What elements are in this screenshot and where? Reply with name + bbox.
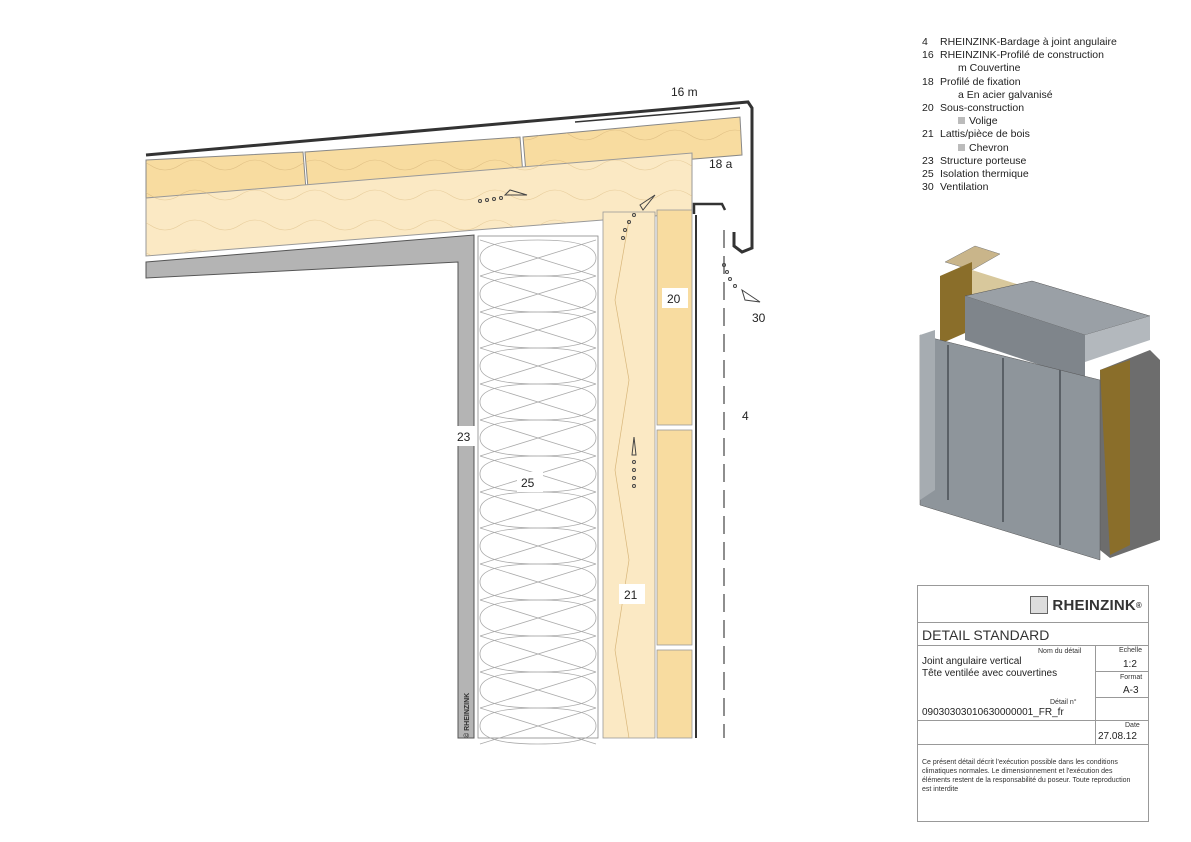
insulation-loop bbox=[479, 707, 597, 745]
callout-4: 4 bbox=[742, 409, 749, 423]
nom-label: Nom du détail bbox=[1038, 648, 1082, 655]
insulation-cross bbox=[479, 527, 597, 565]
insulation-cross bbox=[479, 347, 597, 385]
legend-square-icon bbox=[958, 117, 965, 125]
detail-name-line1: Joint angulaire vertical bbox=[922, 656, 1022, 667]
insulation-loop bbox=[479, 347, 597, 385]
insulation-loop bbox=[479, 311, 597, 349]
insulation-loop bbox=[479, 599, 597, 637]
legend-number: 18 bbox=[922, 75, 934, 88]
coping-profile bbox=[145, 100, 754, 254]
insulation-cross bbox=[479, 563, 597, 601]
insulation-loop bbox=[479, 383, 597, 421]
legend-item: 4 RHEINZINK-Bardage à joint angulaire bbox=[922, 36, 1182, 49]
legend-item: 16 RHEINZINK-Profilé de construction bbox=[922, 49, 1182, 62]
legend-label: Profilé de fixation bbox=[940, 75, 1021, 88]
sub-structure-boarding bbox=[656, 209, 693, 739]
insulation-loop bbox=[479, 563, 597, 601]
scale-label: Echelle bbox=[1119, 647, 1142, 654]
insulation-loop bbox=[479, 275, 597, 313]
isometric-illustration bbox=[919, 245, 1160, 561]
legend-subitem: Volige bbox=[922, 115, 1182, 128]
legend-item: 18 Profilé de fixation bbox=[922, 76, 1182, 89]
insulation-cross bbox=[479, 311, 597, 349]
ventilation-arrows bbox=[478, 189, 761, 488]
insulation-loop bbox=[479, 527, 597, 565]
legend-item: 21 Lattis/pièce de bois bbox=[922, 128, 1182, 141]
brand-reg: ® bbox=[1135, 600, 1142, 610]
insulation-cross bbox=[479, 707, 597, 745]
vertical-copyright-mark: © RHEINZINK bbox=[463, 693, 471, 738]
zinc-cladding bbox=[695, 215, 725, 738]
insulation-cross bbox=[479, 275, 597, 313]
insulation-loop bbox=[479, 455, 597, 493]
legend-label: Sous-construction bbox=[940, 102, 1025, 115]
legend-sublabel: a En acier galvanisé bbox=[958, 88, 1053, 101]
insulation-loop bbox=[479, 635, 597, 673]
legend-subitem: Chevron bbox=[922, 142, 1182, 155]
disclaimer: Ce présent détail décrit l'exécution pos… bbox=[922, 759, 1131, 793]
legend-subitem: a En acier galvanisé bbox=[922, 89, 1182, 102]
insulation-loop bbox=[479, 671, 597, 709]
legend: 4 RHEINZINK-Bardage à joint angulaire 16 RH… bbox=[922, 36, 1182, 194]
legend-number: 20 bbox=[922, 102, 934, 115]
brand-name: RHEINZINK bbox=[1052, 596, 1136, 614]
date-value: 27.08.12 bbox=[1098, 731, 1137, 742]
legend-sublabel: Volige bbox=[969, 115, 998, 128]
legend-number: 23 bbox=[922, 154, 934, 167]
callout-21: 21 bbox=[624, 588, 638, 602]
insulation-loop bbox=[479, 239, 597, 277]
legend-number: 30 bbox=[922, 181, 934, 194]
callout-16m: 16 m bbox=[671, 85, 698, 99]
logo-icon bbox=[1030, 596, 1049, 614]
date-label: Date bbox=[1125, 722, 1140, 729]
format-label: Format bbox=[1120, 674, 1143, 681]
insulation-cross bbox=[479, 599, 597, 637]
legend-item: 30 Ventilation bbox=[922, 181, 1182, 194]
legend-item: 20 Sous-construction bbox=[922, 102, 1182, 115]
legend-number: 16 bbox=[922, 49, 934, 62]
callout-20: 20 bbox=[667, 292, 681, 306]
insulation-loop bbox=[479, 419, 597, 457]
callout-23: 23 bbox=[457, 430, 471, 444]
legend-label: Structure porteuse bbox=[940, 154, 1027, 167]
insulation-loop bbox=[479, 491, 597, 529]
legend-item: 23 Structure porteuse bbox=[922, 155, 1182, 168]
rheinzink-logo: RHEINZINK® bbox=[1030, 596, 1142, 614]
detail-number: 09030303010630000001_FR_fr bbox=[922, 707, 1064, 718]
load-bearing-structure bbox=[145, 234, 475, 739]
insulation-cross bbox=[479, 671, 597, 709]
insulation-cross bbox=[479, 491, 597, 529]
insulation-cross bbox=[479, 383, 597, 421]
fixing-profile bbox=[692, 202, 727, 214]
legend-number: 4 bbox=[922, 36, 928, 48]
legend-label: Ventilation bbox=[940, 181, 989, 194]
insulation-cross bbox=[479, 635, 597, 673]
callout-30: 30 bbox=[752, 311, 766, 325]
title-block: RHEINZINK® DETAIL STANDARD Nom du détail… bbox=[917, 585, 1149, 822]
insulation-cross bbox=[479, 419, 597, 457]
insulation-cross bbox=[479, 239, 597, 277]
detail-name-line2: Tête ventilée avec couvertines bbox=[922, 668, 1058, 679]
legend-subitem: m Couvertine bbox=[922, 62, 1182, 75]
legend-square-icon bbox=[958, 143, 965, 151]
detail-standard-title: DETAIL STANDARD bbox=[922, 627, 1050, 643]
legend-label: Isolation thermique bbox=[940, 168, 1029, 181]
legend-label: RHEINZINK-Bardage à joint angulaire bbox=[940, 36, 1117, 48]
format-value: A-3 bbox=[1123, 685, 1139, 696]
legend-sublabel: Chevron bbox=[969, 141, 1009, 154]
legend-number: 25 bbox=[922, 168, 934, 181]
legend-item: 25 Isolation thermique bbox=[922, 168, 1182, 181]
batten-rafter bbox=[602, 211, 656, 739]
legend-number: 21 bbox=[922, 128, 934, 141]
detail-name: Joint angulaire vertical Tête ventilée a… bbox=[922, 656, 1057, 680]
detail-number-label: Détail n° bbox=[1050, 699, 1077, 706]
scale-value: 1:2 bbox=[1123, 659, 1137, 670]
legend-label: RHEINZINK-Profilé de construction bbox=[940, 49, 1104, 62]
callout-25: 25 bbox=[521, 476, 535, 490]
legend-label: Lattis/pièce de bois bbox=[940, 128, 1030, 141]
callout-18a: 18 a bbox=[709, 157, 733, 171]
legend-sublabel: m Couvertine bbox=[958, 62, 1021, 75]
